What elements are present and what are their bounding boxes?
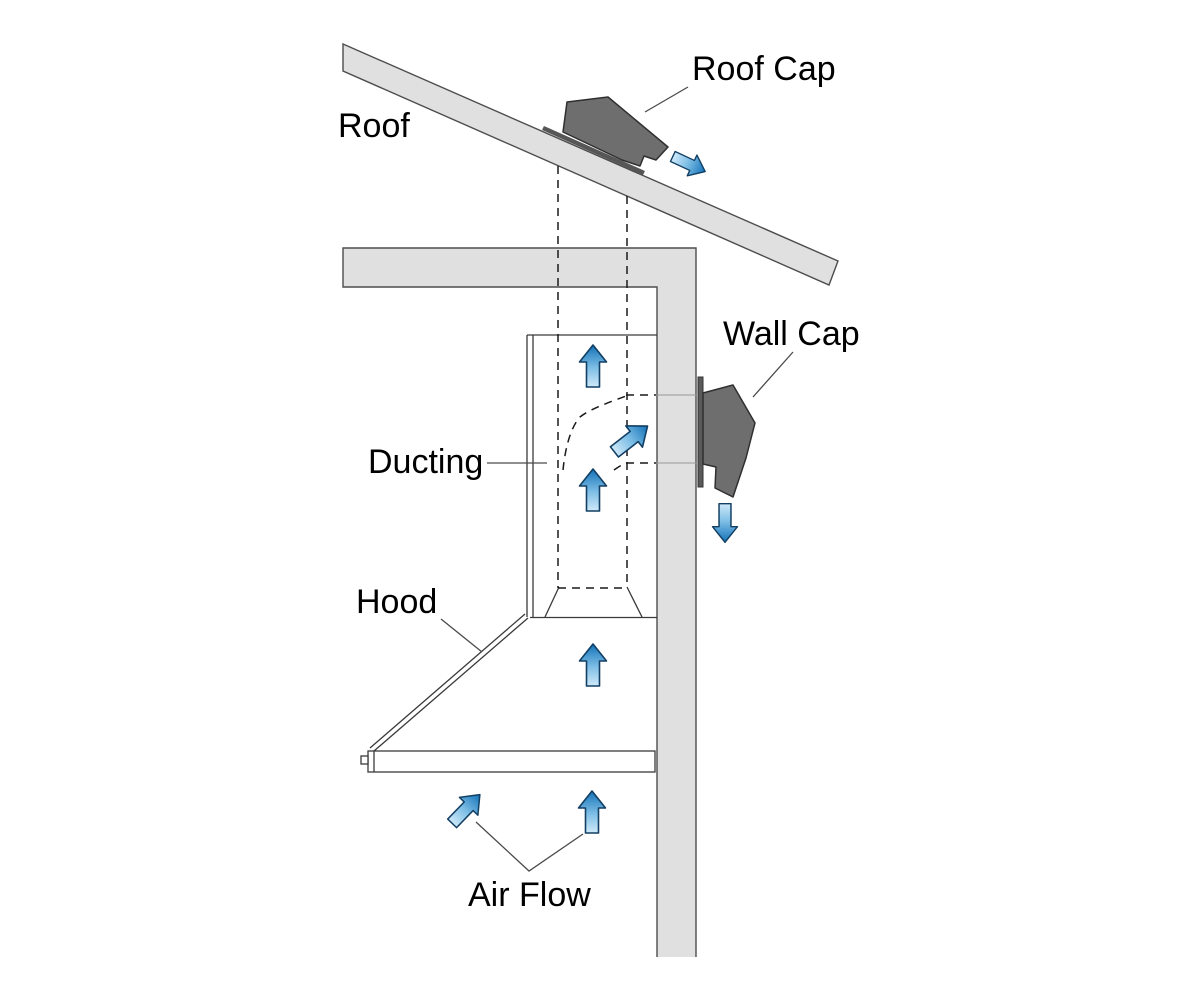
duct-elbow-inner	[613, 462, 627, 471]
duct-elbow-curve	[562, 395, 627, 471]
duct-wall-opening	[657, 394, 697, 464]
roof-structure	[342, 42, 839, 286]
roof-cap	[542, 96, 669, 176]
hood-label: Hood	[356, 583, 437, 621]
hood-leader	[440, 618, 483, 653]
airflow-arrow-icon	[578, 643, 608, 687]
roof-cap-leader	[644, 86, 689, 113]
wall-cap-leader	[752, 351, 794, 398]
roof-cap-flashing	[542, 125, 645, 176]
hood-structure	[360, 613, 656, 773]
airflow-arrow-icon	[605, 414, 657, 464]
airflow-arrow-icon	[578, 468, 608, 512]
air-flow-leader	[475, 821, 584, 872]
airflow-arrow-icon	[442, 784, 490, 834]
leader-lines	[440, 86, 794, 872]
wall-cap	[697, 376, 756, 498]
wall-cap-body	[702, 384, 756, 498]
airflow-arrow-icon	[667, 145, 711, 183]
duct-chimney	[526, 334, 657, 619]
wall-fill	[343, 248, 696, 957]
airflow-arrow-icon	[711, 502, 739, 544]
ducting-label: Ducting	[368, 443, 483, 481]
air-flow-label: Air Flow	[468, 876, 591, 914]
wall-cap-label: Wall Cap	[723, 315, 860, 353]
hood-control-knob	[360, 755, 369, 765]
airflow-arrow-icon	[577, 790, 607, 834]
roof-label: Roof	[338, 107, 410, 145]
wall-structure	[342, 247, 697, 957]
duct-dashed-lines	[557, 166, 656, 589]
roof-cap-label: Roof Cap	[692, 50, 836, 88]
airflow-arrow-icon	[578, 344, 608, 388]
wall-outline	[342, 247, 697, 957]
roof-cap-body	[562, 96, 669, 167]
